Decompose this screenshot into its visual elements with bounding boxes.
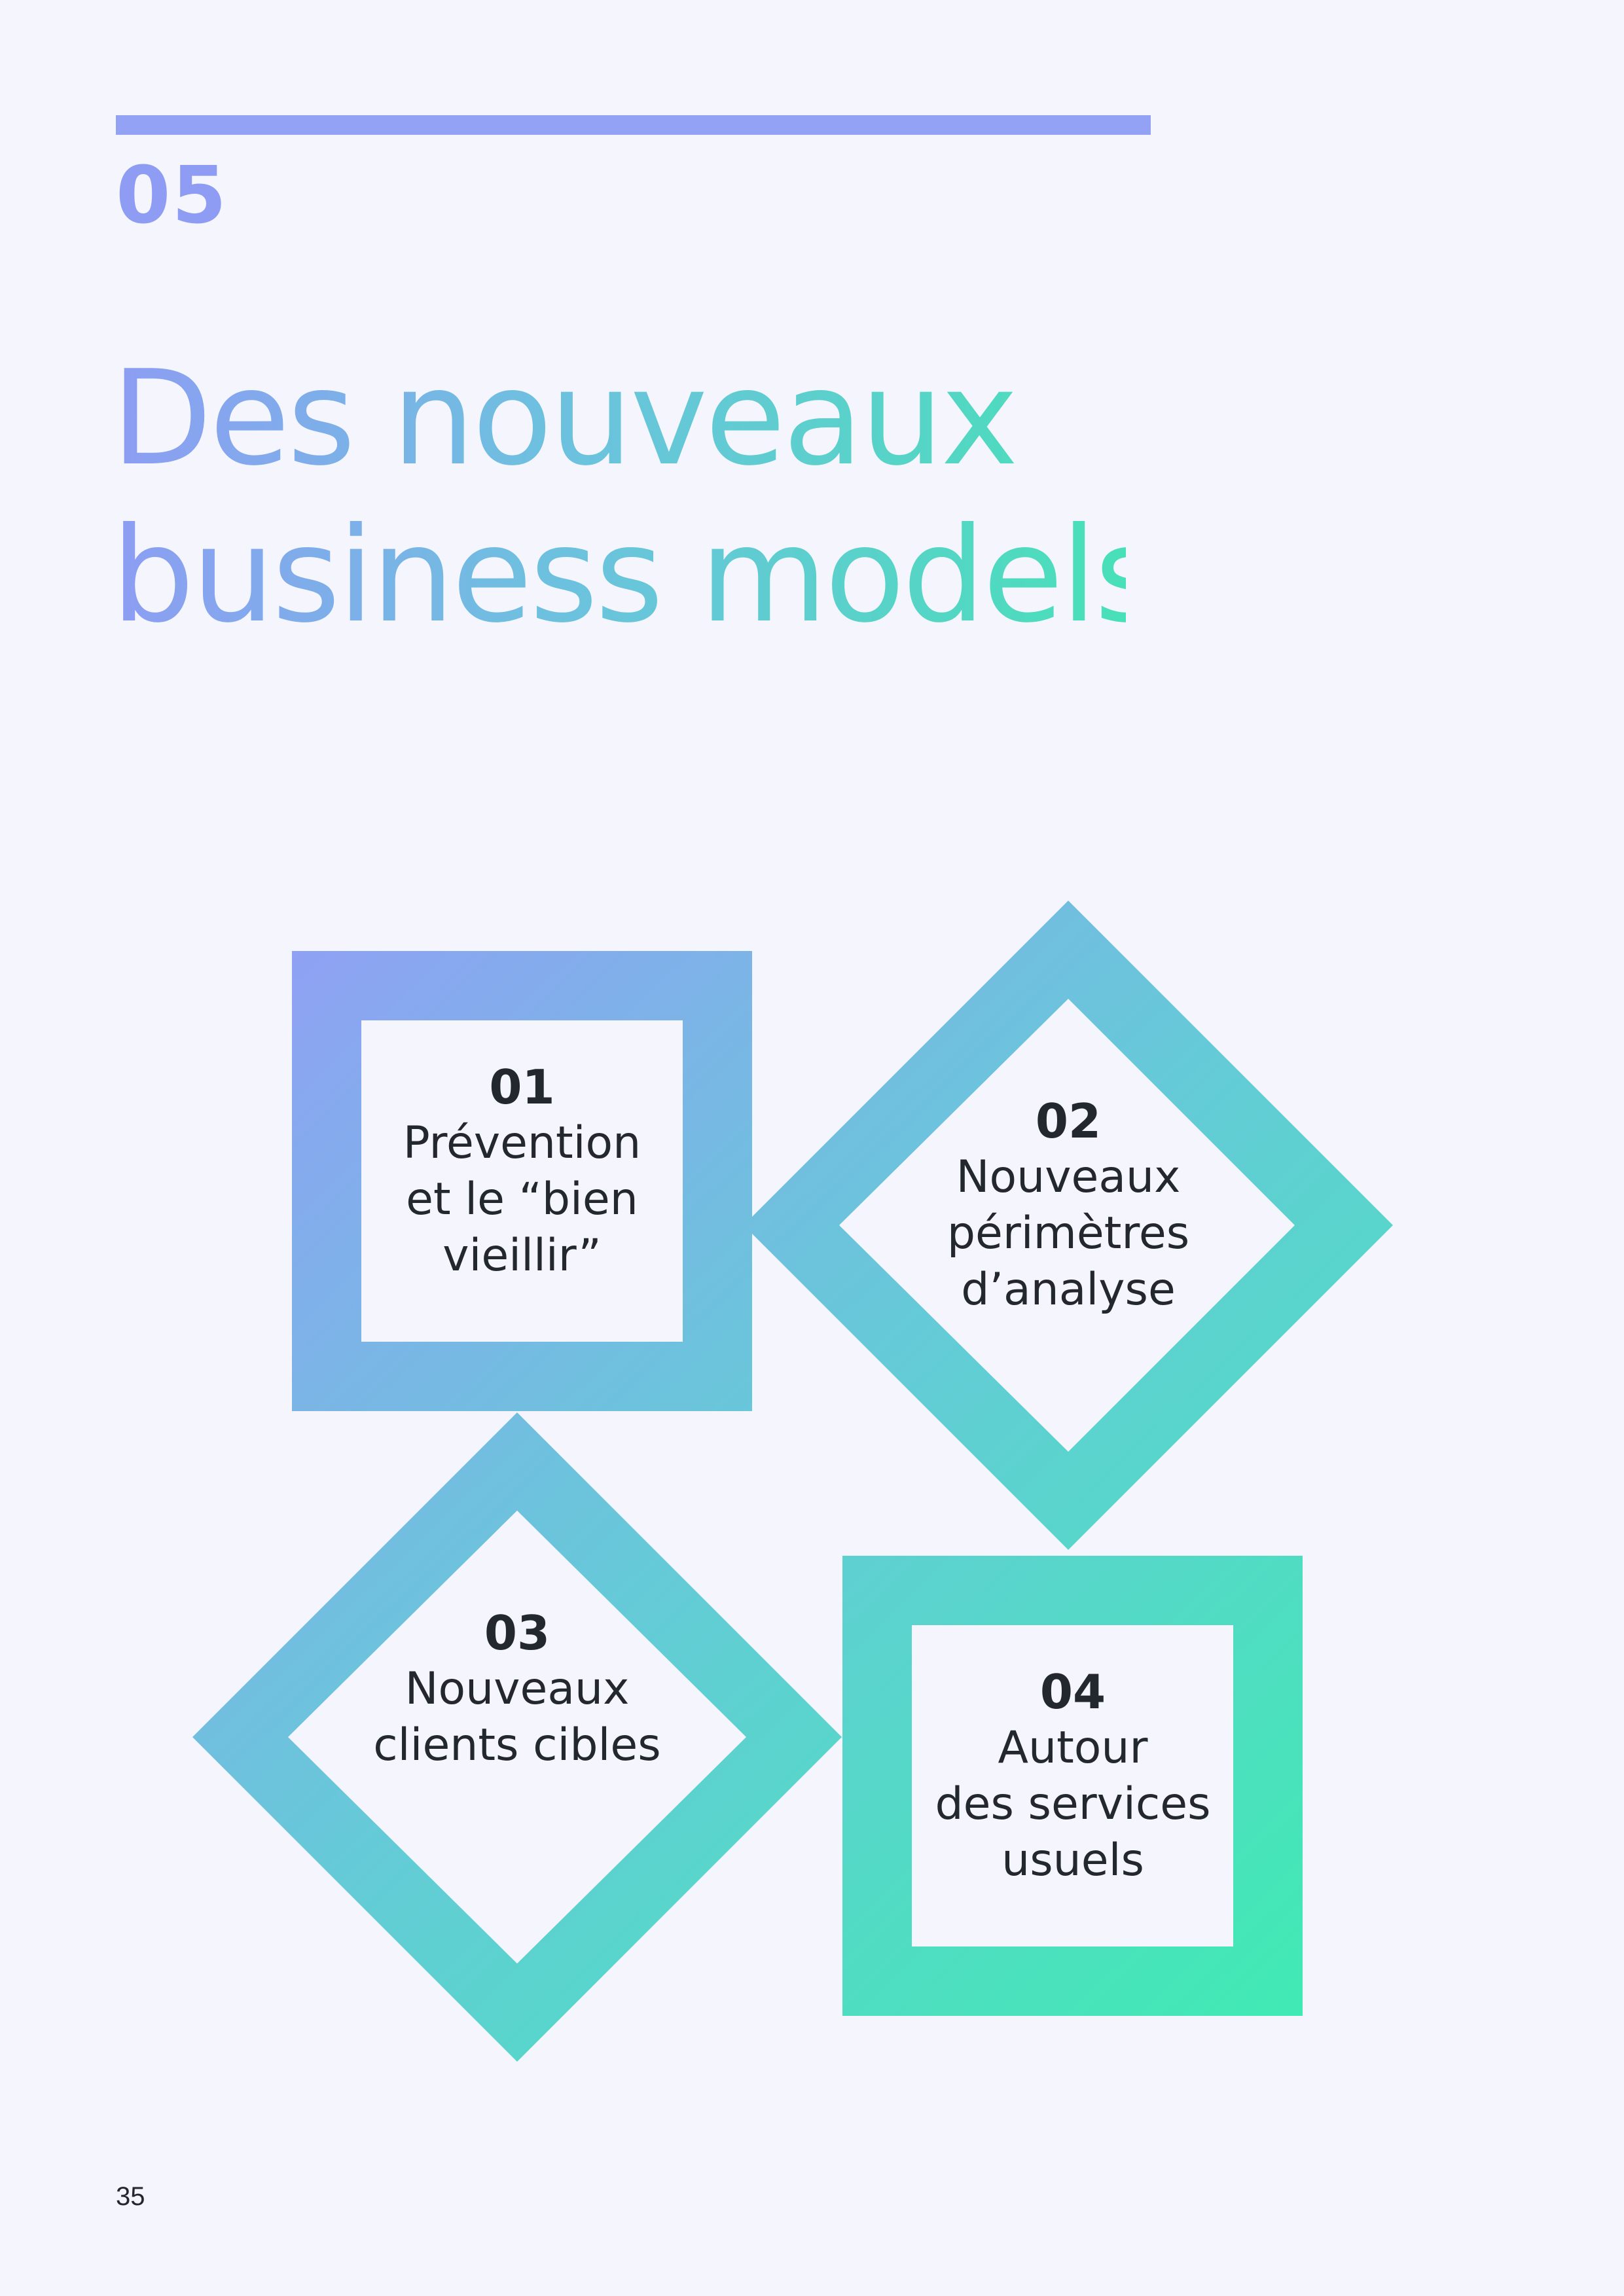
card-03-number: 03 [484, 1605, 550, 1660]
card-03: 03 Nouveaux clients cibles [353, 1605, 681, 1774]
card-01: 01 Prévention et le “bien vieillir” [361, 1059, 683, 1284]
card-02-number: 02 [1035, 1094, 1102, 1149]
card-03-line-2: clients cibles [373, 1719, 661, 1771]
card-04-line-2: des services [935, 1778, 1211, 1830]
card-03-frame [192, 1412, 842, 2062]
card-04-line-3: usuels [1001, 1835, 1144, 1886]
card-01-line-1: Prévention [403, 1117, 641, 1169]
card-04-line-1: Autour [998, 1722, 1148, 1774]
card-01-frame [292, 951, 752, 1411]
card-04: 04 Autour des services usuels [909, 1664, 1236, 1889]
card-02-line-3: d’analyse [961, 1264, 1176, 1316]
card-01-line-2: et le “bien [406, 1174, 638, 1225]
section-number: 05 [116, 151, 228, 242]
card-02: 02 Nouveaux périmètres d’analyse [905, 1093, 1232, 1318]
card-04-frame [842, 1556, 1303, 2016]
card-02-line-1: Nouveaux [956, 1151, 1181, 1203]
card-04-number: 04 [1039, 1664, 1106, 1719]
card-01-number: 01 [489, 1060, 555, 1115]
page-number: 35 [116, 2182, 145, 2211]
card-03-line-1: Nouveaux [405, 1663, 630, 1715]
top-rule [116, 115, 1151, 135]
card-02-frame [744, 901, 1393, 1550]
card-02-line-2: périmètres [947, 1208, 1190, 1259]
card-01-line-3: vieillir” [442, 1230, 602, 1282]
